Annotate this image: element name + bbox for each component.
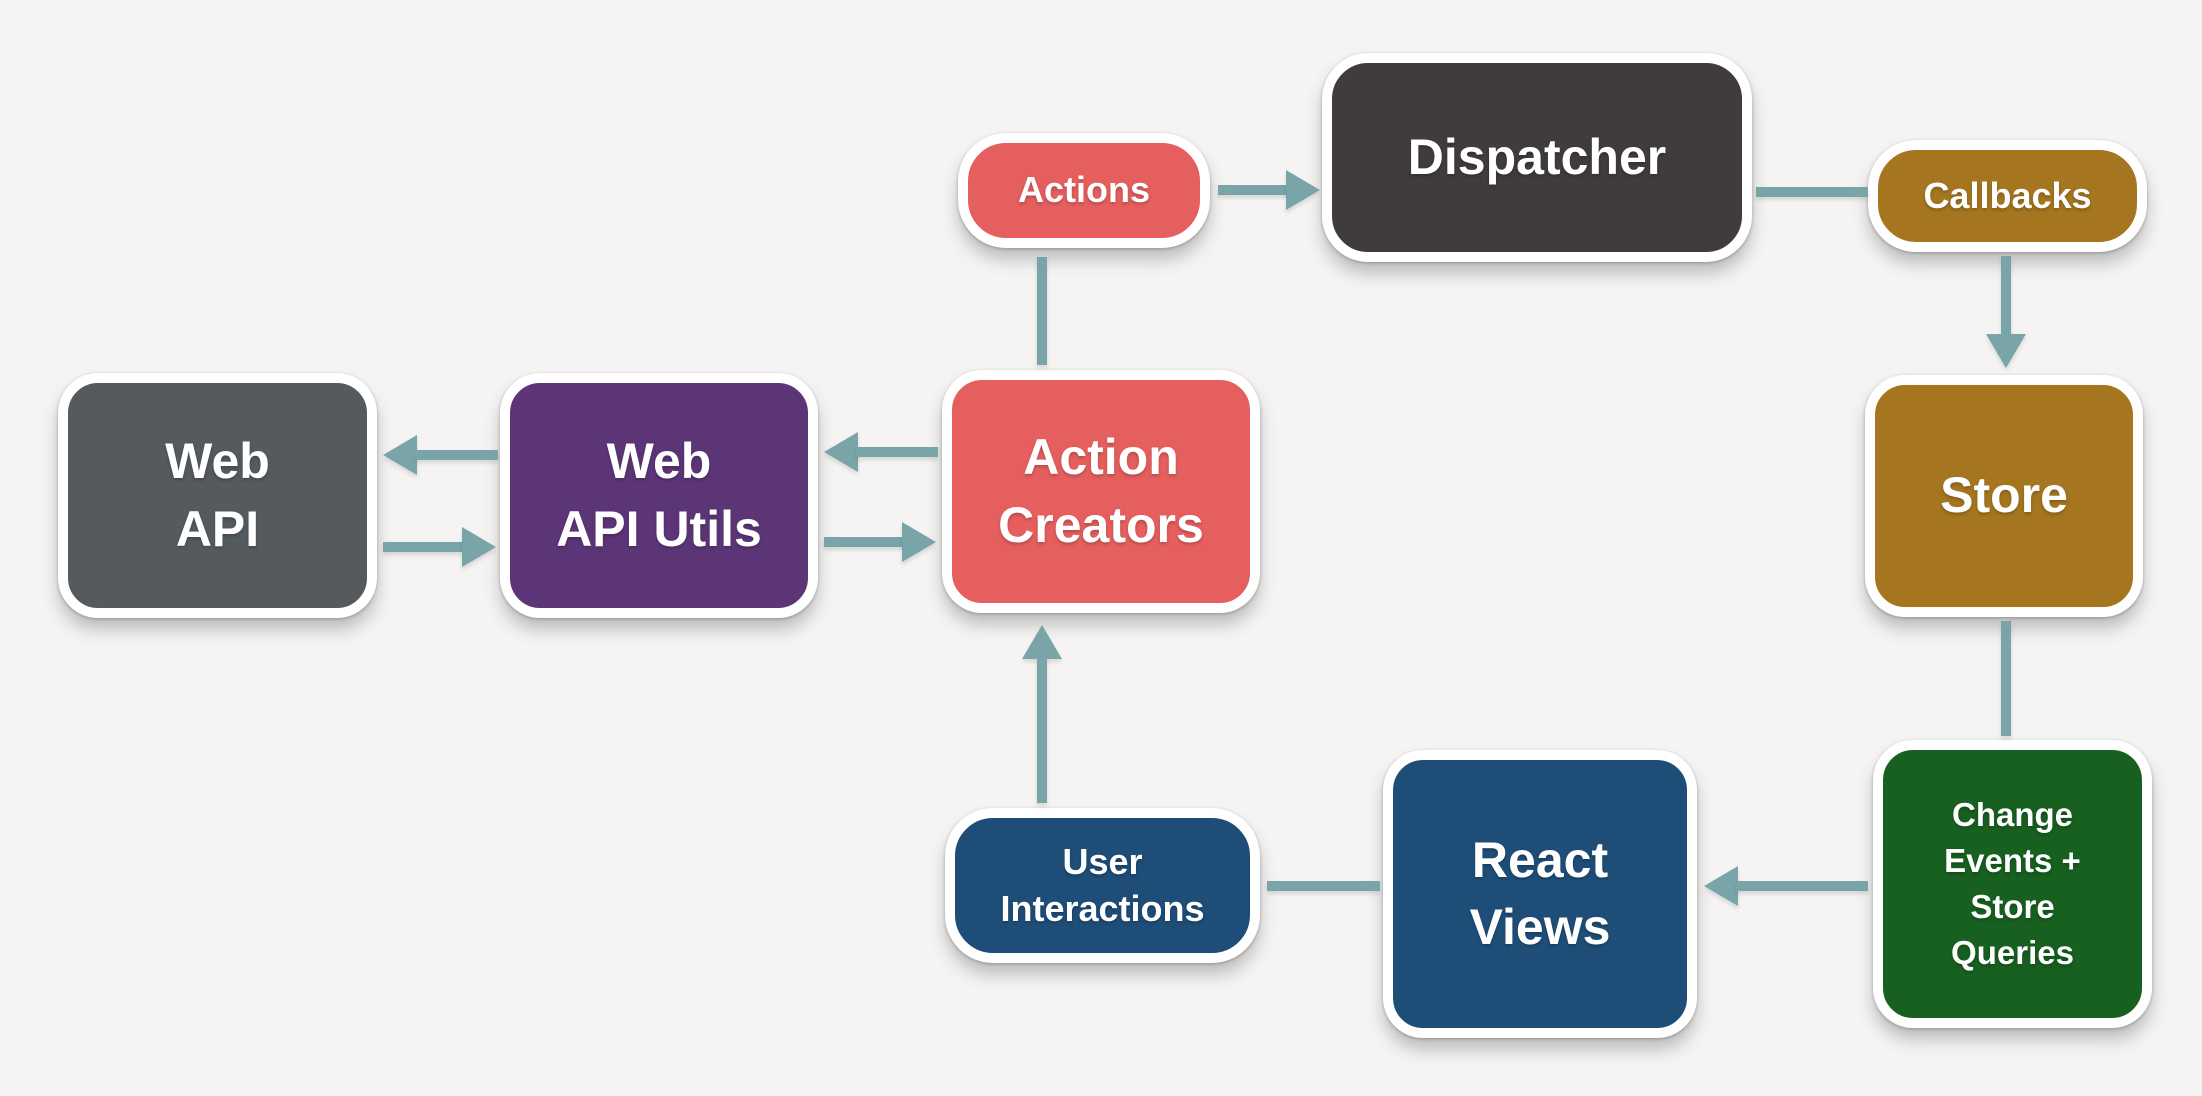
node-actions-label: Actions [1017, 169, 1150, 211]
line-react-views-to-user-interactions [1267, 881, 1380, 891]
arrow-action-creators-to-web-api-utils-line [856, 447, 938, 457]
node-user-interactions-label-line2: Interactions [1000, 887, 1205, 929]
arrow-change-events-to-react-views-line [1736, 881, 1868, 891]
node-action-creators-label-line1: Action [1023, 429, 1179, 485]
node-react-views-label-line1: React [1471, 831, 1609, 888]
node-web-api-label-line1: Web [165, 433, 270, 489]
node-action-creators: Action Creators [942, 370, 1260, 613]
node-react-views-label-line2: Views [1469, 899, 1611, 955]
node-react-views: React Views [1383, 750, 1697, 1038]
node-web-api-utils-label-line1: Web [606, 433, 712, 489]
arrow-callbacks-to-store-head-icon [1986, 334, 2026, 368]
arrow-user-interactions-to-action-creators-line [1037, 657, 1047, 803]
line-store-to-change-events [2001, 621, 2011, 736]
node-user-interactions: User Interactions [945, 808, 1260, 963]
node-change-events-label-line2: Events + [1944, 841, 2081, 879]
node-change-events-store-queries: Change Events + Store Queries [1873, 740, 2152, 1028]
node-action-creators-label-line2: Creators [998, 496, 1204, 553]
node-callbacks-label: Callbacks [1923, 174, 2092, 216]
node-web-api-label-line2: API [175, 500, 260, 557]
arrow-web-api-to-web-api-utils-line [383, 542, 464, 552]
node-change-events-label-line4: Queries [1951, 934, 2074, 972]
node-store: Store [1865, 375, 2143, 617]
arrow-callbacks-to-store-line [2001, 256, 2011, 334]
arrow-web-api-utils-to-web-api-head-icon [383, 435, 417, 475]
node-store-label: Store [1940, 467, 2068, 524]
node-dispatcher: Dispatcher [1322, 53, 1752, 262]
node-dispatcher-label: Dispatcher [1407, 128, 1667, 185]
arrow-actions-to-dispatcher-head-icon [1286, 170, 1320, 210]
node-change-events-label-line3: Store [1970, 888, 2055, 925]
arrow-change-events-to-react-views-head-icon [1704, 866, 1738, 906]
arrow-actions-to-dispatcher-line [1218, 185, 1288, 195]
line-action-creators-to-actions [1037, 257, 1047, 365]
line-dispatcher-to-callbacks [1756, 187, 1868, 197]
node-user-interactions-label-line1: User [1062, 840, 1143, 882]
node-web-api-utils: Web API Utils [500, 373, 818, 618]
node-web-api: Web API [58, 373, 377, 618]
arrow-web-api-to-web-api-utils-head-icon [462, 527, 496, 567]
arrow-web-api-utils-to-web-api-line [415, 450, 498, 460]
arrow-user-interactions-to-action-creators-head-icon [1022, 625, 1062, 659]
node-web-api-utils-label-line2: API Utils [556, 500, 762, 557]
arrow-web-api-utils-to-action-creators-head-icon [902, 522, 936, 562]
arrow-web-api-utils-to-action-creators-line [824, 537, 904, 547]
node-change-events-label-line1: Change [1951, 795, 2073, 833]
node-actions: Actions [958, 133, 1210, 248]
arrow-action-creators-to-web-api-utils-head-icon [824, 432, 858, 472]
node-callbacks: Callbacks [1868, 140, 2147, 252]
